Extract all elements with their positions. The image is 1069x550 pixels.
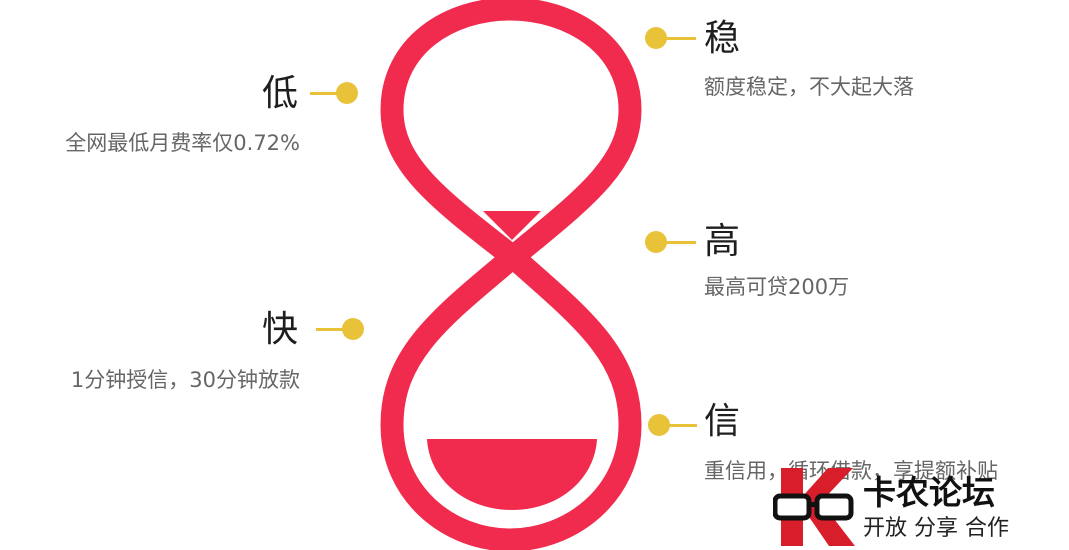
feature-high-desc: 最高可贷200万: [704, 275, 850, 299]
feature-fast-title: 快: [262, 309, 299, 350]
feature-trust-title: 信: [704, 401, 741, 442]
dot-icon: [648, 414, 670, 436]
feature-low-title: 低: [262, 73, 299, 114]
watermark-name: 卡农论坛: [863, 473, 995, 512]
feature-fast-desc: 1分钟授信，30分钟放款: [70, 368, 300, 392]
feature-low-desc: 全网最低月费率仅0.72%: [65, 131, 300, 155]
kanong-logo-icon: [773, 468, 855, 546]
feature-high-title: 高: [704, 221, 741, 262]
dot-icon: [645, 27, 667, 49]
dot-icon: [645, 231, 667, 253]
feature-high-connector: [664, 241, 696, 244]
dot-icon: [336, 82, 358, 104]
feature-trust-connector: [667, 424, 697, 427]
dot-icon: [342, 318, 364, 340]
feature-stable-title: 稳: [704, 18, 741, 59]
feature-fast-connector: [316, 328, 344, 331]
feature-trust-desc: 重信用，循环借款，享提额补贴: [704, 459, 998, 483]
feature-low-connector: [310, 92, 340, 95]
watermark-slogan: 开放 分享 合作: [863, 516, 1009, 541]
watermark: 卡农论坛 开放 分享 合作: [773, 462, 1063, 548]
feature-stable-connector: [664, 37, 696, 40]
feature-stable-desc: 额度稳定，不大起大落: [704, 75, 914, 99]
